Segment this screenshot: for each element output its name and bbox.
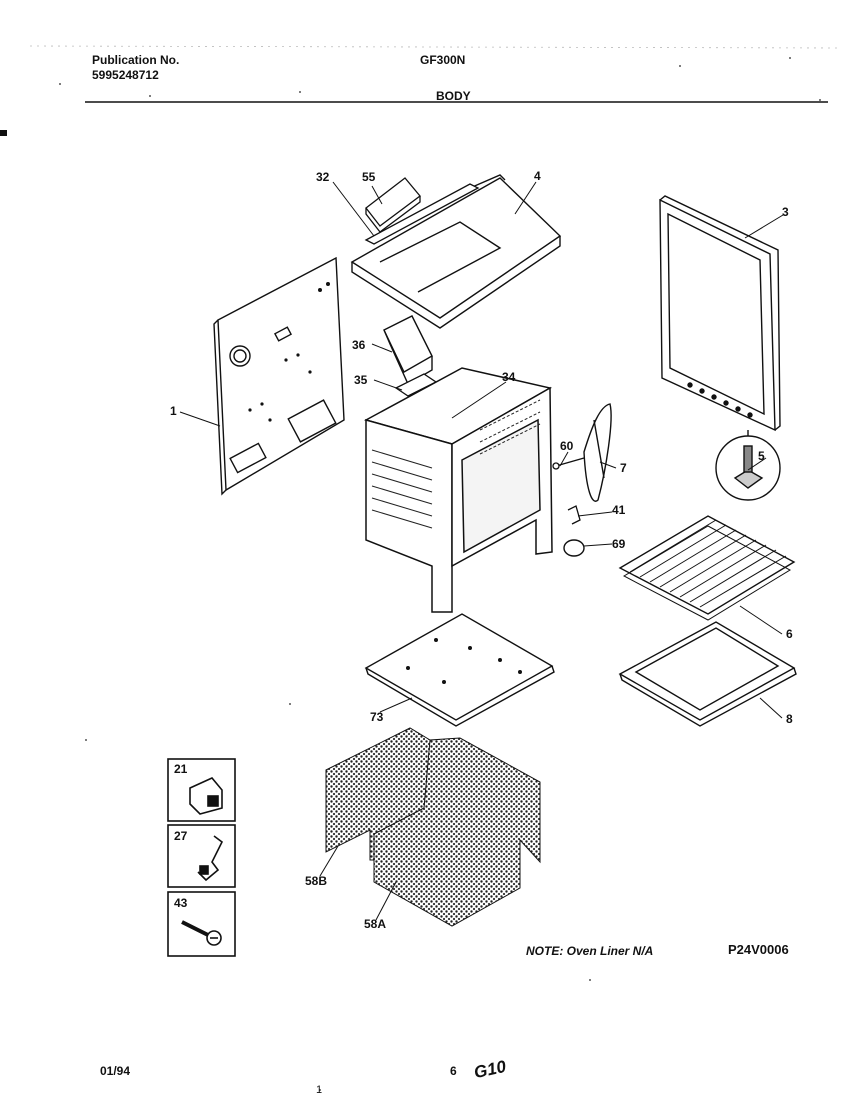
leveler-part-5 (715, 430, 781, 501)
callout-69: 69 (612, 537, 626, 551)
hardware-box-27 (167, 824, 236, 888)
callout-4: 4 (534, 169, 541, 183)
page-number: 6 (450, 1064, 457, 1078)
callout-5: 5 (758, 449, 765, 463)
hardware-number-21: 21 (174, 762, 188, 776)
callout-6: 6 (786, 627, 793, 641)
hardware-number-27: 27 (174, 829, 188, 843)
hardware-number-43: 43 (174, 896, 188, 910)
bottom-panel-part-73 (364, 613, 555, 727)
callout-55: 55 (362, 170, 376, 184)
clip-part-41 (567, 505, 581, 525)
callout-7: 7 (620, 461, 627, 475)
top-panel-part-4 (350, 174, 562, 329)
publication-label: Publication No. (92, 53, 180, 67)
bracket-part-55 (365, 177, 421, 233)
bottom-mark: 1 (316, 1084, 323, 1096)
hardware-box-21 (167, 758, 236, 822)
callout-73: 73 (370, 710, 384, 724)
hardware-box-43 (167, 891, 236, 957)
oven-rack-part-6 (618, 515, 796, 621)
callout-58b: 58B (305, 874, 328, 888)
callout-36: 36 (352, 338, 366, 352)
callout-35: 35 (354, 373, 368, 387)
revision-date: 01/94 (100, 1064, 131, 1078)
callout-60: 60 (560, 439, 574, 453)
oven-cabinet-body (364, 367, 553, 613)
light-lens-part-69 (563, 539, 585, 557)
callout-8: 8 (786, 712, 793, 726)
callout-58a: 58A (364, 917, 387, 931)
oven-liner-note: NOTE: Oven Liner N/A (526, 944, 654, 958)
callout-32: 32 (316, 170, 330, 184)
scan-speckle (59, 57, 821, 1091)
section-title: BODY (436, 89, 471, 103)
diagram-code: P24V0006 (728, 942, 789, 957)
strip-part-32 (364, 183, 480, 245)
broiler-pan-part-8 (618, 621, 797, 727)
top-page-edge (29, 45, 841, 49)
insulation-part-58a (373, 737, 541, 927)
publication-number: 5995248712 (92, 68, 159, 82)
side-panel-part-3 (659, 195, 781, 432)
screw-part-60 (552, 457, 585, 470)
scan-edge-mark (0, 130, 7, 136)
callout-leader-lines (179, 181, 784, 921)
callout-3: 3 (782, 205, 789, 219)
back-panel-part-1 (213, 256, 345, 496)
callout-41: 41 (612, 503, 626, 517)
callout-34: 34 (502, 370, 516, 384)
model-number: GF300N (420, 53, 466, 67)
hinge-part-7 (583, 403, 612, 502)
callout-1: 1 (170, 404, 177, 418)
